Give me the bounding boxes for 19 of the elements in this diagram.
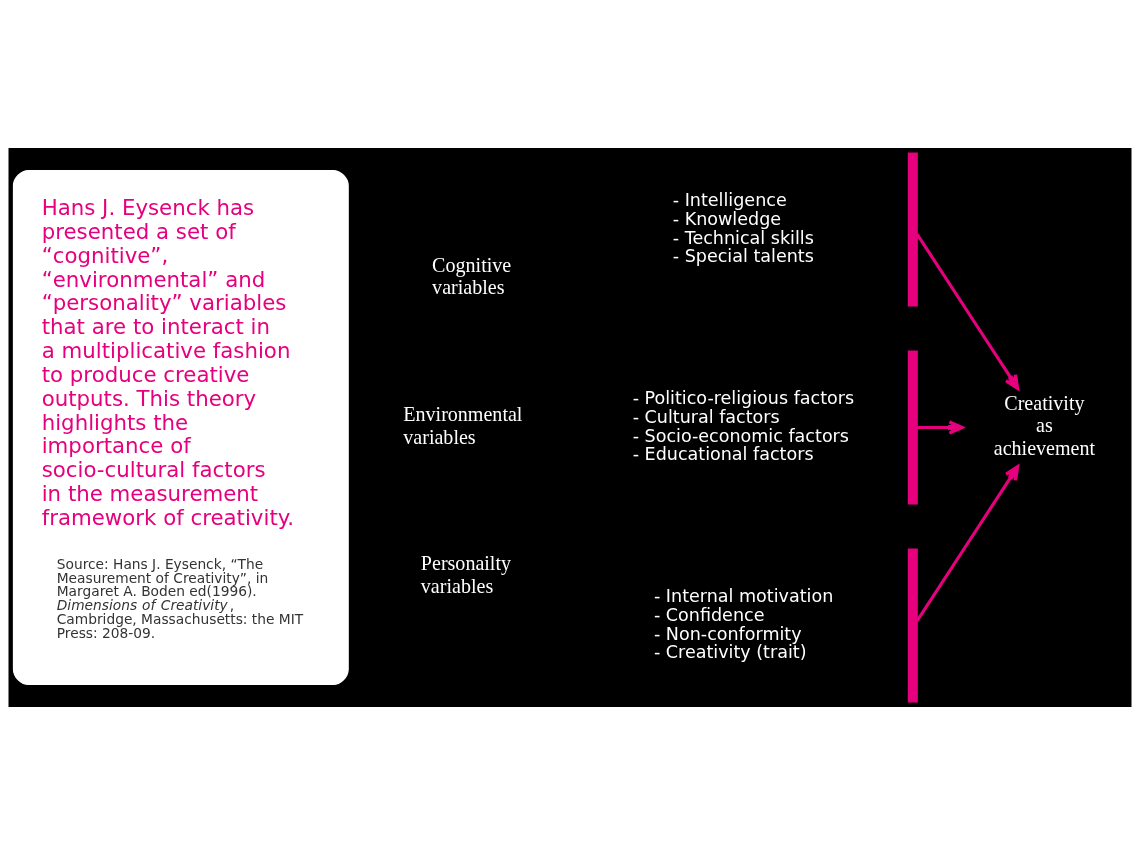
- arrow: [915, 464, 1020, 621]
- node-bar: [907, 349, 918, 505]
- node-label: - Non-conformity: [653, 623, 802, 644]
- arrow: [915, 233, 1020, 390]
- node-label: - Politico-religious factors: [632, 387, 855, 408]
- node-label: - Internal motivation: [653, 585, 834, 606]
- node-box: Hans J. Eysenck has presented a set of “cognitive”, “environmental” and “personality” variables that are to interact in a multiplicative fashion to produce creative outputs. This theory highlights the importance of socio-cultural factors in the measurement framework of creativity. Source: Hans J. Eysenck, “The Measurement of Creativity”, in Margaret A. Boden ed(1996). Dimensions of Creativity, Cambridge, Massachusetts: the MIT Press: 208-09.: [12, 169, 349, 685]
- node-label: - Confidence: [653, 604, 765, 625]
- arrow: [917, 419, 964, 435]
- node-label: - Intelligence: [672, 189, 787, 210]
- label: Personailty variables: [420, 551, 512, 597]
- label: Cognitive variables: [432, 253, 512, 298]
- node-label: - Educational factors: [632, 443, 814, 464]
- node-text: Creativity as achievement: [993, 391, 1096, 459]
- node-bar: [907, 547, 918, 703]
- node-label: - Socio-economic factors: [632, 425, 849, 446]
- node-label: - Special talents: [672, 245, 814, 266]
- node-bar: [907, 151, 918, 307]
- label: Environmental variables: [403, 402, 523, 448]
